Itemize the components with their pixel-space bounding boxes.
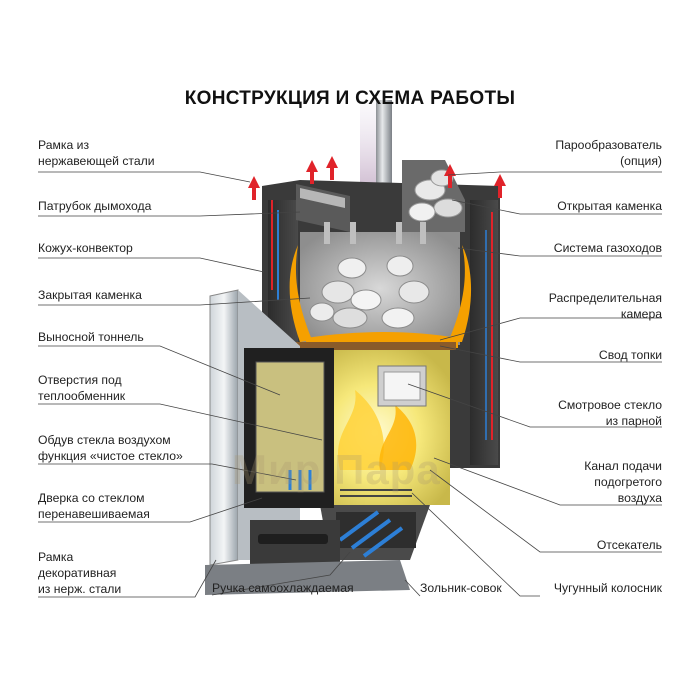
stones <box>309 255 430 329</box>
leader-lines <box>38 171 662 598</box>
label-kolosnik: Чугунный колосник <box>553 581 662 595</box>
label-patrubok: Патрубок дымохода <box>38 199 152 213</box>
label-paroobrazovatel: Парообразователь(опция) <box>555 138 662 168</box>
label-otsekatel: Отсекатель <box>596 538 662 552</box>
label-sistema-gazohodov: Система газоходов <box>553 241 662 255</box>
hot-air-arrows <box>248 156 506 200</box>
label-kozhuh: Кожух-конвектор <box>38 241 133 255</box>
label-vynosnoy-tonnel: Выносной тоннель <box>38 330 144 344</box>
decorative-frame <box>209 289 239 566</box>
watermark: Мир Пара <box>232 446 441 493</box>
label-ruchka: Ручка самоохлаждаемая <box>212 581 354 595</box>
label-otkrytaya-kamenka: Открытая каменка <box>557 199 662 213</box>
label-zolnik: Зольник-совок <box>420 581 502 595</box>
label-svod: Свод топки <box>598 348 662 362</box>
diagram-title: КОНСТРУКЦИЯ И СХЕМА РАБОТЫ <box>184 88 516 109</box>
handle <box>258 534 328 544</box>
label-zakrytaya-kamenka: Закрытая каменка <box>38 288 142 302</box>
